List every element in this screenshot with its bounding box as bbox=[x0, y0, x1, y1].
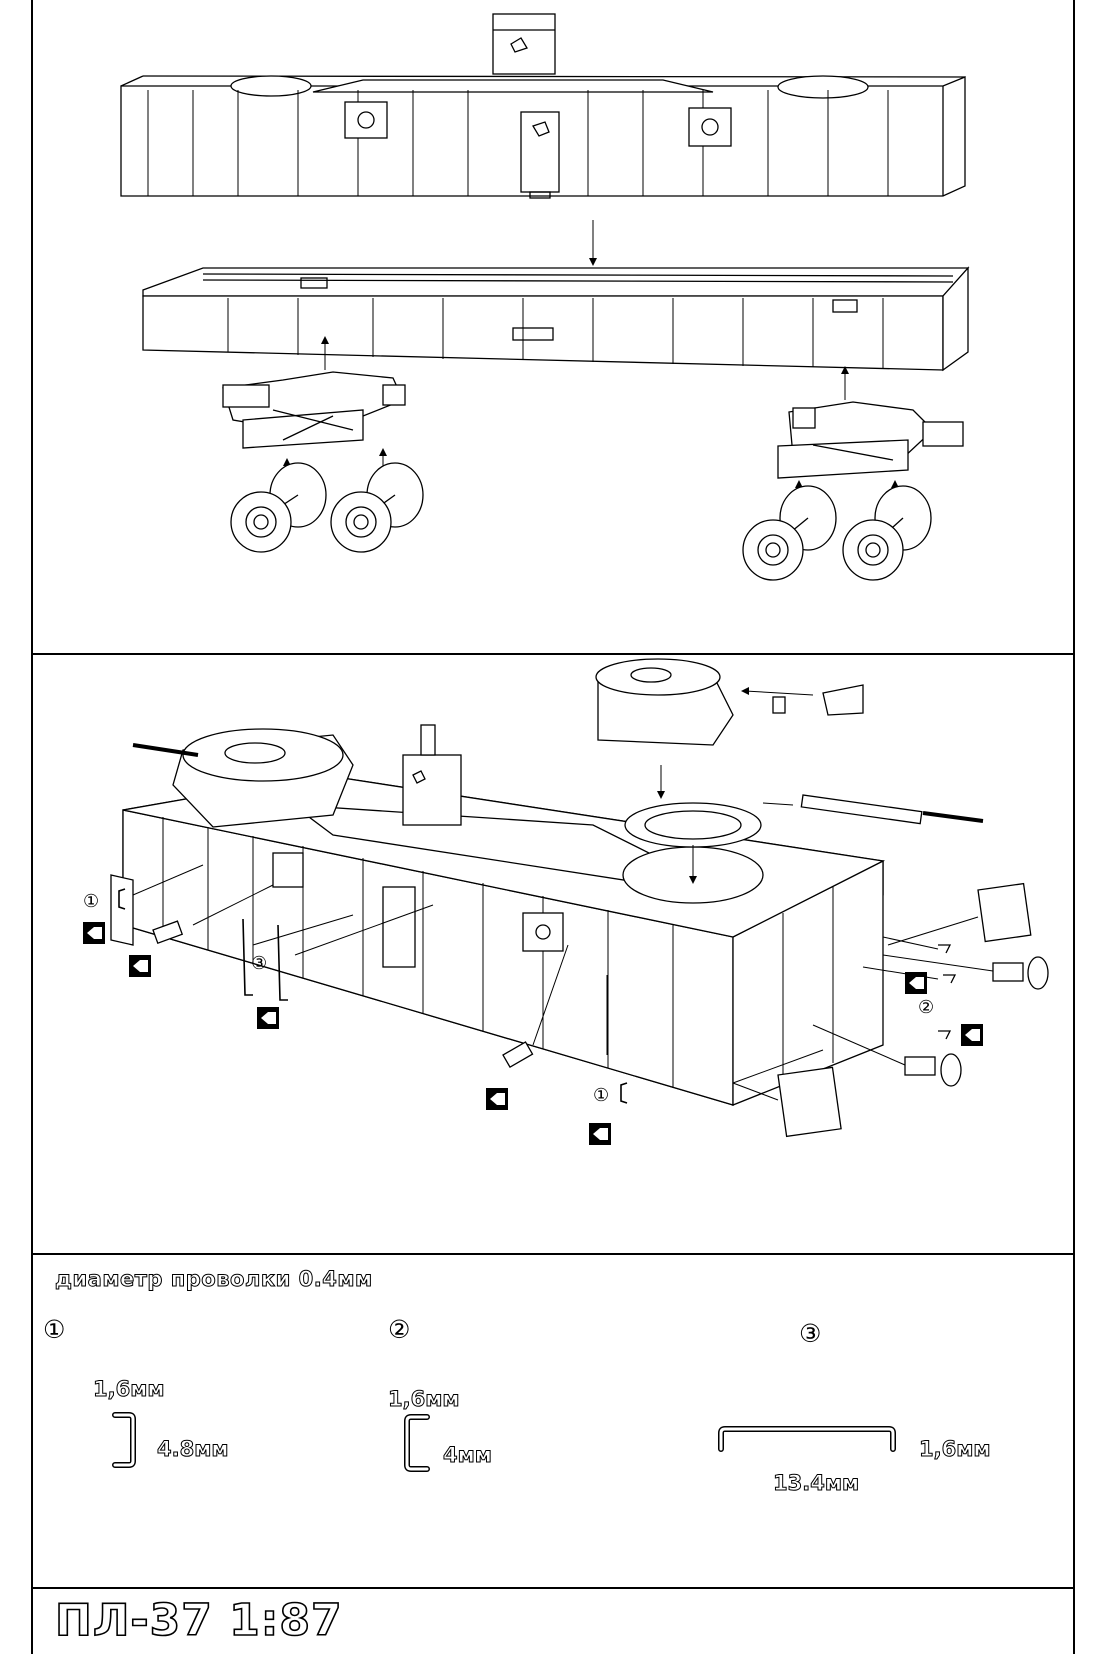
wheelset-2 bbox=[330, 462, 424, 553]
part-1-number: ① bbox=[43, 1315, 66, 1344]
rear-turret-exploded bbox=[595, 658, 984, 884]
part-1-dim-side: 4.8мм bbox=[157, 1437, 230, 1462]
callout-part-3: ③ bbox=[251, 953, 268, 974]
front-turret bbox=[132, 728, 354, 828]
chassis-frame-part bbox=[142, 266, 970, 372]
callout-part-1-center: ① bbox=[593, 1085, 610, 1106]
part-2-dim-side: 4мм bbox=[443, 1443, 493, 1468]
step-2-drawing bbox=[83, 658, 1049, 1145]
part-2-number: ② bbox=[388, 1315, 411, 1344]
buffer-part-2 bbox=[812, 1024, 962, 1087]
step-1-panel bbox=[33, 0, 1073, 655]
callout-part-1-left: ① bbox=[83, 891, 100, 912]
callout-part-2: ② bbox=[918, 997, 935, 1018]
footer-panel: ПЛ-37 1:87 bbox=[33, 1589, 1073, 1654]
instruction-sheet: ① ③ ① ② диаметр проволки 0.4мм ① 1,6мм 4… bbox=[31, 0, 1075, 1654]
wire-shape-2 bbox=[404, 1414, 430, 1472]
center-tower bbox=[402, 724, 462, 826]
right-bogie-part bbox=[777, 401, 964, 479]
wire-legend-panel: диаметр проволки 0.4мм ① 1,6мм 4.8мм ② 1… bbox=[33, 1255, 1073, 1589]
rear-hatch-part bbox=[732, 882, 1032, 1138]
part-3-dim-side: 1,6мм bbox=[919, 1437, 992, 1462]
step-2-panel: ① ③ ① ② bbox=[33, 655, 1073, 1255]
step-1-drawing bbox=[120, 13, 970, 581]
wheelset-1 bbox=[230, 462, 327, 553]
left-bogie-part bbox=[222, 371, 406, 449]
wire-shape-1 bbox=[112, 1412, 136, 1468]
wheelset-3 bbox=[742, 485, 837, 581]
armored-body-part bbox=[120, 13, 966, 199]
buffer-part-1 bbox=[882, 954, 1049, 990]
model-title: ПЛ-37 1:87 bbox=[54, 1594, 343, 1647]
part-3-number: ③ bbox=[799, 1319, 822, 1348]
wire-shapes bbox=[112, 1412, 896, 1472]
wire-diameter-note: диаметр проволки 0.4мм bbox=[55, 1267, 373, 1292]
part-3-dim-bottom: 13.4мм bbox=[772, 1471, 860, 1496]
wire-shape-3 bbox=[718, 1426, 896, 1452]
pin-insert-icon bbox=[83, 922, 983, 1145]
part-1-dim-top: 1,6мм bbox=[93, 1377, 166, 1402]
wheelset-4 bbox=[842, 485, 932, 581]
part-2-dim-top: 1,6мм bbox=[388, 1387, 461, 1412]
